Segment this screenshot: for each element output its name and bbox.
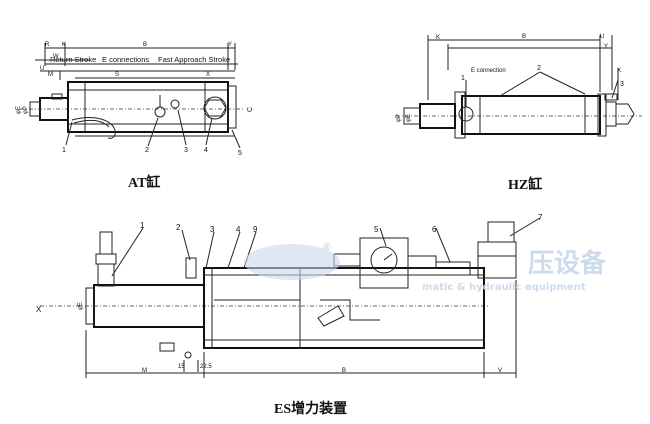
at-dim-r: R	[45, 42, 50, 48]
at-dim-phie: φE	[16, 106, 22, 114]
hz-part-2: 2	[537, 65, 541, 72]
es-dim-15: 15	[178, 364, 185, 370]
at-return-stroke-label: Return Stroke	[50, 55, 96, 64]
hz-dim-y: Y	[604, 44, 608, 50]
hz-dim-b: B	[522, 34, 526, 40]
at-dim-b: B	[143, 42, 147, 48]
es-part-9: 9	[253, 225, 258, 234]
es-dim-b: B	[342, 368, 346, 374]
at-part-3: 3	[184, 147, 188, 154]
watermark-registered-mark: ®	[322, 242, 332, 253]
es-caption: ES增力装置	[274, 402, 348, 417]
watermark-chinese-text: 压设备	[528, 249, 607, 279]
at-dim-w: W	[53, 54, 59, 60]
at-dim-m: M	[48, 72, 53, 78]
es-part-5: 5	[374, 225, 379, 234]
es-part-2: 2	[176, 223, 181, 232]
hz-cylinder-drawing: K B U Y X φP φE E connection 1 2 3	[396, 34, 642, 139]
es-part-1: 1	[140, 221, 145, 230]
es-dim-phie: φE	[78, 302, 84, 310]
es-dim-x: X	[36, 305, 42, 314]
at-cylinder-drawing: B Y R K U M W S X φE φP C Return Stroke …	[16, 42, 254, 157]
watermark-english-text: matic & hydraulic equipment	[422, 282, 586, 293]
es-part-3: 3	[210, 225, 215, 234]
es-dim-22-5: 22.5	[200, 364, 212, 370]
at-dim-x: X	[206, 72, 210, 78]
es-booster-drawing: 1 2 3 4 9 5 6 7 X φE M B V 22.5 15	[36, 213, 543, 378]
at-part-2: 2	[145, 147, 149, 154]
es-part-7: 7	[538, 213, 543, 222]
at-caption: AT缸	[128, 176, 161, 191]
at-part-1: 1	[62, 147, 66, 154]
hz-e-connection-label: E connection	[471, 68, 506, 74]
hz-dim-phip: φP	[396, 114, 402, 122]
hz-part-3: 3	[620, 81, 624, 88]
es-dim-v: V	[498, 368, 502, 374]
at-fast-approach-label: Fast Approach Stroke	[158, 55, 230, 64]
at-dim-y: Y	[228, 42, 232, 48]
watermark: ® 压设备 matic & hydraulic equipment	[244, 242, 607, 293]
es-part-4: 4	[236, 225, 241, 234]
hz-part-1: 1	[461, 75, 465, 82]
es-part-6: 6	[432, 225, 437, 234]
at-part-5: 5	[238, 150, 242, 157]
at-dim-u: U	[40, 66, 44, 72]
at-part-4: 4	[204, 147, 208, 154]
hz-caption: HZ缸	[508, 178, 543, 193]
es-dim-m: M	[142, 368, 147, 374]
at-e-connections-label: E connections	[102, 55, 149, 64]
at-dim-s: S	[115, 72, 119, 78]
hz-dim-phie: φE	[406, 114, 412, 122]
at-dim-phip: φP	[23, 106, 29, 114]
hz-dim-k: K	[436, 35, 440, 41]
at-dim-k: K	[62, 42, 66, 48]
hz-dim-x: X	[617, 68, 621, 74]
at-dim-c: C	[247, 107, 254, 112]
hz-dim-u: U	[600, 34, 604, 40]
